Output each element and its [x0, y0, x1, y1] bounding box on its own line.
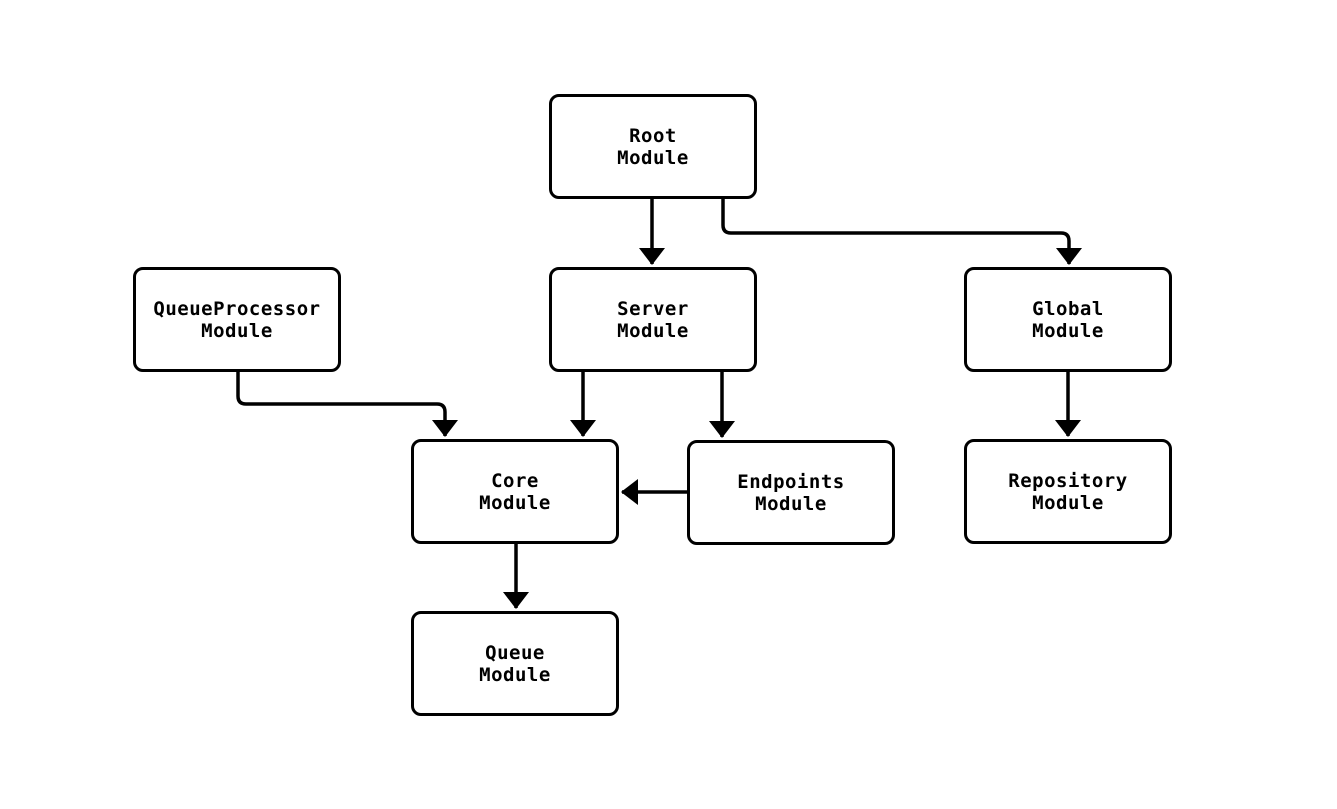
node-core-module: Core Module — [411, 439, 619, 544]
node-label-line: Root — [629, 124, 677, 147]
edge-queueprocessor-to-core — [236, 372, 458, 437]
node-server-module: Server Module — [549, 267, 757, 372]
node-global-module: Global Module — [964, 267, 1172, 372]
node-label-line: Core — [491, 469, 539, 492]
node-root-module: Root Module — [549, 94, 757, 199]
node-label-line: Module — [617, 319, 689, 342]
node-label-line: Module — [755, 492, 827, 515]
node-label-line: Endpoints — [737, 470, 845, 493]
node-label-line: Server — [617, 297, 689, 320]
node-label-line: Module — [479, 663, 551, 686]
node-queue-module: Queue Module — [411, 611, 619, 716]
node-label-line: Module — [617, 146, 689, 169]
node-label-line: Repository — [1008, 469, 1128, 492]
node-label-line: Global — [1032, 297, 1104, 320]
node-label-line: Module — [1032, 319, 1104, 342]
edge-root-to-global — [721, 199, 1082, 265]
node-endpoints-module: Endpoints Module — [687, 440, 895, 545]
node-repository-module: Repository Module — [964, 439, 1172, 544]
node-label-line: Module — [1032, 491, 1104, 514]
node-label-line: Module — [479, 491, 551, 514]
node-label-line: Queue — [485, 641, 545, 664]
node-label-line: Module — [201, 319, 273, 342]
node-queueprocessor-module: QueueProcessor Module — [133, 267, 341, 372]
node-label-line: QueueProcessor — [153, 297, 321, 320]
